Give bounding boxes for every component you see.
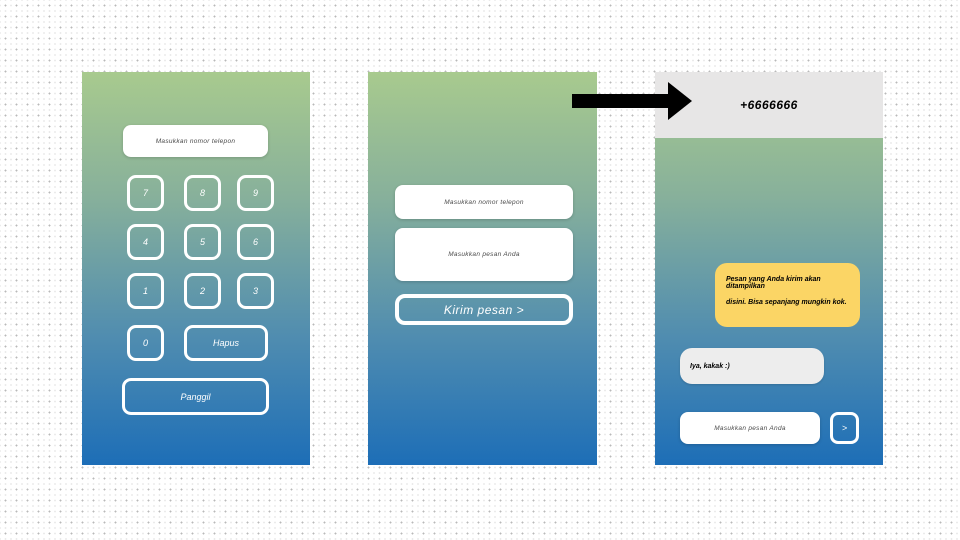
keypad-key-5[interactable]: 5 xyxy=(184,224,221,260)
keypad-key-0[interactable]: 0 xyxy=(127,325,164,361)
reply-message-bubble: Iya, kakak :) xyxy=(680,348,824,384)
keypad-key-8[interactable]: 8 xyxy=(184,175,221,211)
compose-message-input[interactable]: Masukkan pesan Anda xyxy=(395,228,573,281)
incoming-message-line2: disini. Bisa sepanjang mungkin kok. xyxy=(726,299,847,306)
phone-dialer-panel: Masukkan nomor telepon 7 8 9 4 5 6 1 2 3… xyxy=(82,72,310,465)
keypad-key-3[interactable]: 3 xyxy=(237,273,274,309)
phone-compose-panel: Masukkan nomor telepon Masukkan pesan An… xyxy=(368,72,597,465)
chat-send-button[interactable]: > xyxy=(830,412,859,444)
send-message-button[interactable]: Kirim pesan > xyxy=(395,294,573,325)
arrow-head xyxy=(668,82,692,120)
incoming-message-bubble: Pesan yang Anda kirim akan ditampilkan d… xyxy=(715,263,860,327)
delete-button[interactable]: Hapus xyxy=(184,325,268,361)
chat-header: +6666666 xyxy=(655,72,883,138)
call-button[interactable]: Panggil xyxy=(122,378,269,415)
incoming-message-line1: Pesan yang Anda kirim akan ditampilkan xyxy=(726,276,821,290)
keypad-key-9[interactable]: 9 xyxy=(237,175,274,211)
keypad-key-4[interactable]: 4 xyxy=(127,224,164,260)
arrow-shaft xyxy=(572,94,668,108)
phone-number-input[interactable]: Masukkan nomor telepon xyxy=(123,125,268,157)
phone-chat-panel: +6666666 Pesan yang Anda kirim akan dita… xyxy=(655,72,883,465)
compose-phone-number-input[interactable]: Masukkan nomor telepon xyxy=(395,185,573,219)
chat-contact-number: +6666666 xyxy=(740,98,798,112)
keypad-key-2[interactable]: 2 xyxy=(184,273,221,309)
arrow-right-icon xyxy=(572,82,692,120)
keypad-key-6[interactable]: 6 xyxy=(237,224,274,260)
keypad-key-1[interactable]: 1 xyxy=(127,273,164,309)
chat-message-input[interactable]: Masukkan pesan Anda xyxy=(680,412,820,444)
keypad-key-7[interactable]: 7 xyxy=(127,175,164,211)
